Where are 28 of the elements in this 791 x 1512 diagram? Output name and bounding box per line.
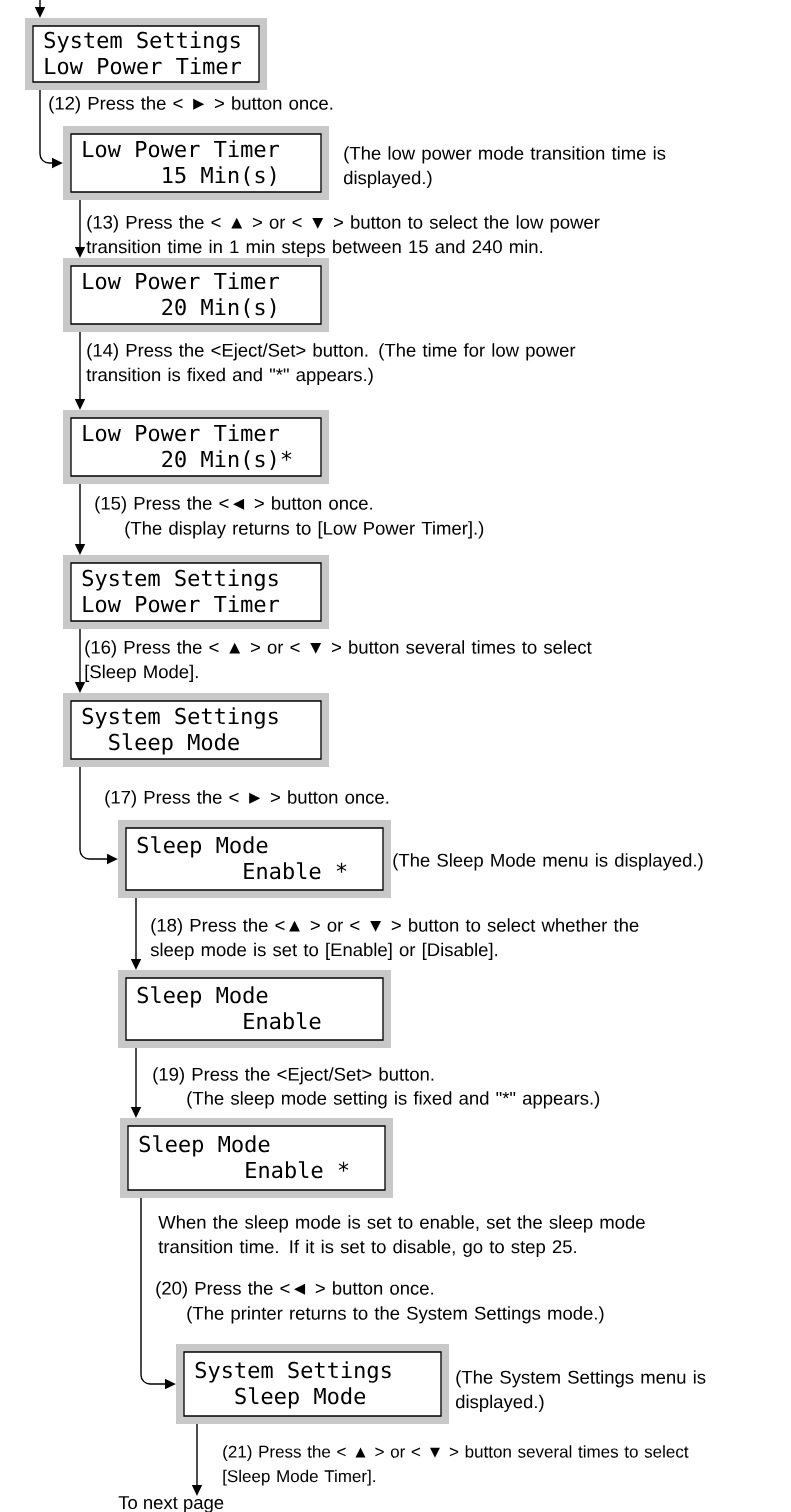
step-instruction: (20) Press the <◄ > button once. (156, 1281, 433, 1299)
lcd-display: Sleep Mode Enable (118, 970, 391, 1048)
step-instruction: (18) Press the <▲ > or < ▼ > button to select whether the sleep mode is set to [Enable] or [Disable]. (150, 918, 639, 960)
lcd-display: System Settings Sleep Mode (176, 1344, 449, 1424)
step-instruction: (17) Press the < ► > button once. (105, 790, 389, 808)
lcd-display: Low Power Timer 20 Min(s)* (63, 410, 329, 484)
lcd-display: Sleep Mode Enable * (118, 820, 391, 898)
lcd-display: Sleep Mode Enable * (120, 1118, 393, 1198)
step-instruction: (14) Press the <Eject/Set> button. (The time for low power transition is fixed and "*" appears.) (86, 343, 576, 385)
lcd-display: System Settings Low Power Timer (25, 18, 267, 90)
step-instruction: (13) Press the < ▲ > or < ▼ > button to select the low power transition time in 1 min steps between 15 and 240 min. (86, 215, 600, 257)
note-text: (The display returns to [Low Power Timer].) (125, 521, 484, 539)
lcd-display: System Settings Sleep Mode (63, 693, 329, 767)
step-instruction: (21) Press the < ▲ > or < ▼ > button several times to select [Sleep Mode Timer]. (223, 1445, 689, 1486)
step-instruction: (16) Press the < ▲ > or < ▼ > button several times to select [Sleep Mode]. (85, 640, 592, 682)
step-instruction: (12) Press the < ► > button once. (49, 96, 333, 114)
step-instruction: (19) Press the <Eject/Set> button. (153, 1067, 434, 1085)
continuation-text: To next page (118, 1496, 224, 1512)
step-instruction: (15) Press the <◄ > button once. (95, 496, 372, 514)
note-text: (The printer returns to the System Settings mode.) (187, 1306, 604, 1324)
lcd-display: Low Power Timer 20 Min(s) (63, 258, 329, 332)
note-text: When the sleep mode is set to enable, set the sleep mode transition time. If it is set to disable, go to step 25. (158, 1215, 645, 1257)
note-text: (The sleep mode setting is fixed and "*" appears.) (187, 1091, 600, 1109)
note-text: (The low power mode transition time is displayed.) (344, 146, 666, 188)
note-text: (The Sleep Mode menu is displayed.) (393, 853, 703, 871)
note-text: (The System Settings menu is displayed.) (456, 1370, 706, 1412)
lcd-display: Low Power Timer 15 Min(s) (63, 126, 329, 200)
lcd-display: System Settings Low Power Timer (63, 555, 329, 629)
